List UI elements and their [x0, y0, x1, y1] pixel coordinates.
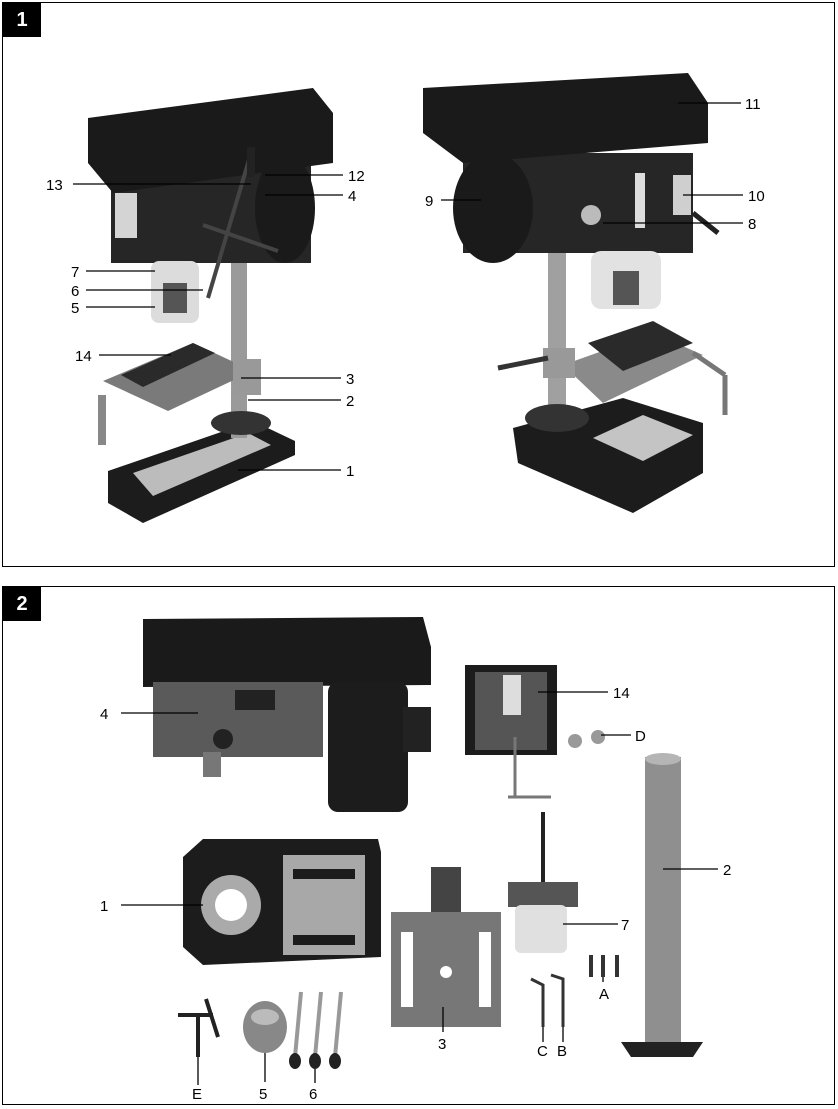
- label-9: 9: [425, 193, 433, 210]
- label-7: 7: [621, 917, 629, 934]
- depth-knob-right: [581, 205, 601, 225]
- column-left: [231, 238, 247, 438]
- switch-box-right: [673, 175, 691, 215]
- label-4: 4: [348, 188, 356, 205]
- label-13: 13: [46, 177, 63, 194]
- label-3: 3: [438, 1036, 446, 1053]
- chuck: [243, 1001, 287, 1053]
- chuck-guard: [508, 812, 578, 953]
- label-7: 7: [71, 264, 79, 281]
- table-lock-handle-right: [497, 355, 549, 371]
- label-10: 10: [748, 188, 765, 205]
- motor: [328, 682, 408, 812]
- chuck-left: [163, 283, 187, 313]
- chuck-key: [178, 998, 220, 1057]
- depth-scale-right: [635, 173, 645, 228]
- work-table-left: [103, 343, 253, 411]
- label-12: 12: [348, 168, 365, 185]
- figure-1-illustration: 13 12 4 7 6 5 14 3 2 1 9 11 10 8: [46, 73, 765, 523]
- label-6: 6: [309, 1086, 317, 1103]
- switch-box-left: [115, 193, 137, 238]
- label-E: E: [192, 1086, 202, 1103]
- vice-handle-left: [98, 395, 106, 445]
- table-collar-left: [233, 359, 261, 395]
- screws-a: [589, 955, 619, 977]
- label-14: 14: [75, 348, 92, 365]
- label-3: 3: [346, 371, 354, 388]
- label-6: 6: [71, 283, 79, 300]
- motor-right: [453, 153, 533, 263]
- label-C: C: [537, 1043, 548, 1060]
- feed-handles: [289, 991, 343, 1069]
- figure-1-panel: 1: [2, 2, 835, 567]
- label-A: A: [599, 986, 609, 1003]
- figure-2-number: 2: [3, 587, 41, 621]
- label-11: 11: [745, 96, 761, 113]
- label-B: B: [557, 1043, 567, 1060]
- figure-2-illustration: 4 14 D 1 2 7 A 3 C B E 5 6: [100, 617, 731, 1103]
- label-4: 4: [100, 706, 108, 723]
- base: [183, 839, 381, 965]
- belt-cover-right: [423, 73, 708, 163]
- figure-1-number: 1: [3, 3, 41, 37]
- label-5: 5: [71, 300, 79, 317]
- label-D: D: [635, 728, 646, 745]
- column: [621, 753, 703, 1057]
- vice: [465, 665, 557, 799]
- leader-lines-fig1: [73, 102, 743, 471]
- feed-handle-left: [206, 152, 253, 299]
- label-8: 8: [748, 216, 756, 233]
- base-slot-plate: [133, 433, 271, 496]
- base-slot-plate-right: [593, 415, 693, 461]
- label-1: 1: [346, 463, 354, 480]
- column-flange-left: [211, 411, 271, 435]
- label-14: 14: [613, 685, 630, 702]
- drill-press-front-view: [88, 88, 333, 523]
- head-assembly: [143, 617, 431, 812]
- bolts-d: [568, 730, 605, 748]
- drill-press-rear-view: [423, 73, 728, 513]
- belt-cover-left: [88, 88, 333, 193]
- label-5: 5: [259, 1086, 267, 1103]
- motor-left: [255, 153, 315, 263]
- table: [391, 867, 501, 1027]
- figure-2-panel: 2: [2, 586, 835, 1105]
- hex-keys: [530, 973, 565, 1027]
- spindle: [203, 752, 221, 777]
- vice-left: [121, 343, 215, 387]
- label-2: 2: [723, 862, 731, 879]
- label-2: 2: [346, 393, 354, 410]
- labels-fig1: 13 12 4 7 6 5 14 3 2 1 9 11 10 8: [46, 96, 765, 480]
- label-1: 1: [100, 898, 108, 915]
- labels-fig2: 4 14 D 1 2 7 A 3 C B E 5 6: [100, 685, 731, 1103]
- leader-lines-fig2: [121, 691, 718, 1085]
- belt-cover: [143, 617, 431, 687]
- vice-right: [588, 321, 693, 371]
